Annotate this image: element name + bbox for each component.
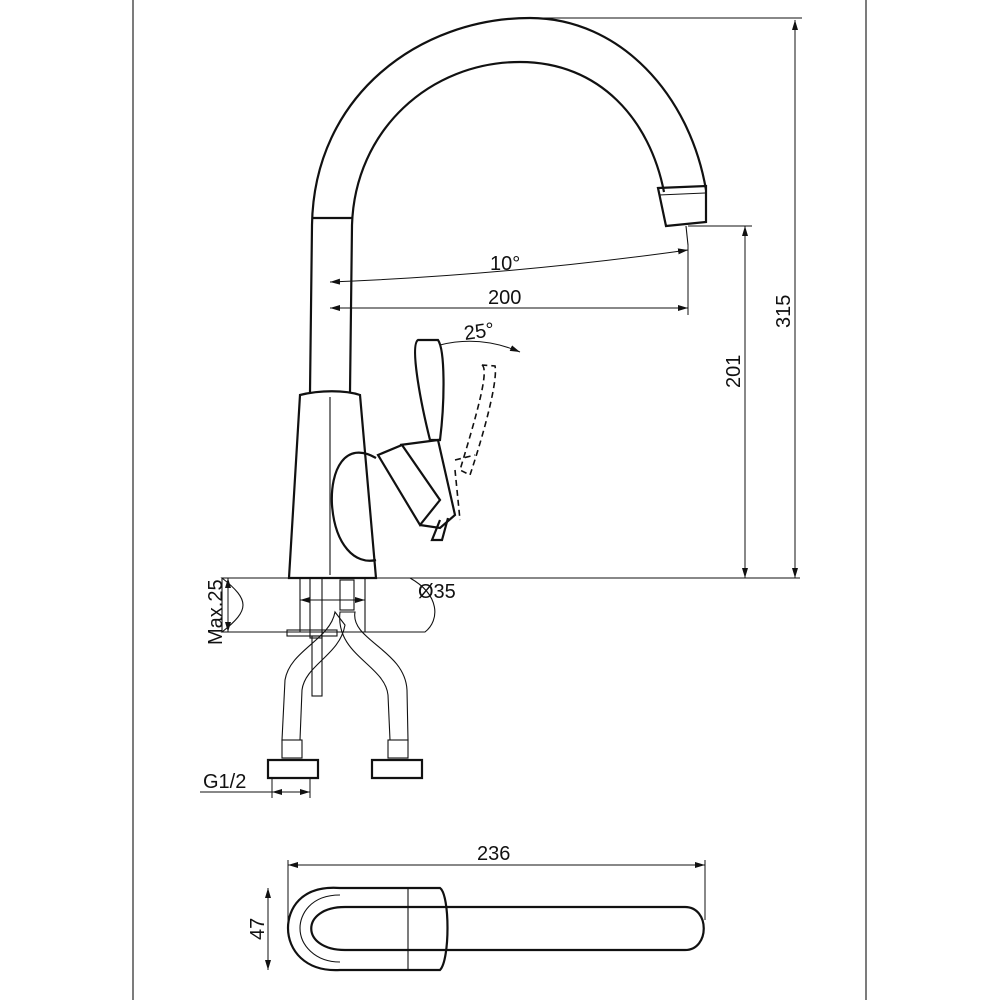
thread-label: G1/2 <box>203 771 246 793</box>
spout <box>308 16 708 393</box>
spout-reach-label: 200 <box>488 287 521 309</box>
dimension-lines <box>200 17 802 970</box>
mounting-and-hoses <box>266 577 424 780</box>
hole-diameter-label: Ø35 <box>418 581 456 603</box>
width-label: 47 <box>247 918 269 940</box>
faucet-body <box>287 338 457 580</box>
length-label: 236 <box>477 843 510 865</box>
top-view <box>286 886 705 972</box>
spout-height-label: 201 <box>723 355 745 388</box>
lever-alternate-position <box>454 364 497 521</box>
countertop-section <box>220 577 800 633</box>
lever-angle-label: 25° <box>463 319 496 345</box>
max-thickness-label: Max.25 <box>205 579 227 645</box>
total-height-label: 315 <box>773 295 795 328</box>
spout-angle-label: 10° <box>490 253 520 275</box>
